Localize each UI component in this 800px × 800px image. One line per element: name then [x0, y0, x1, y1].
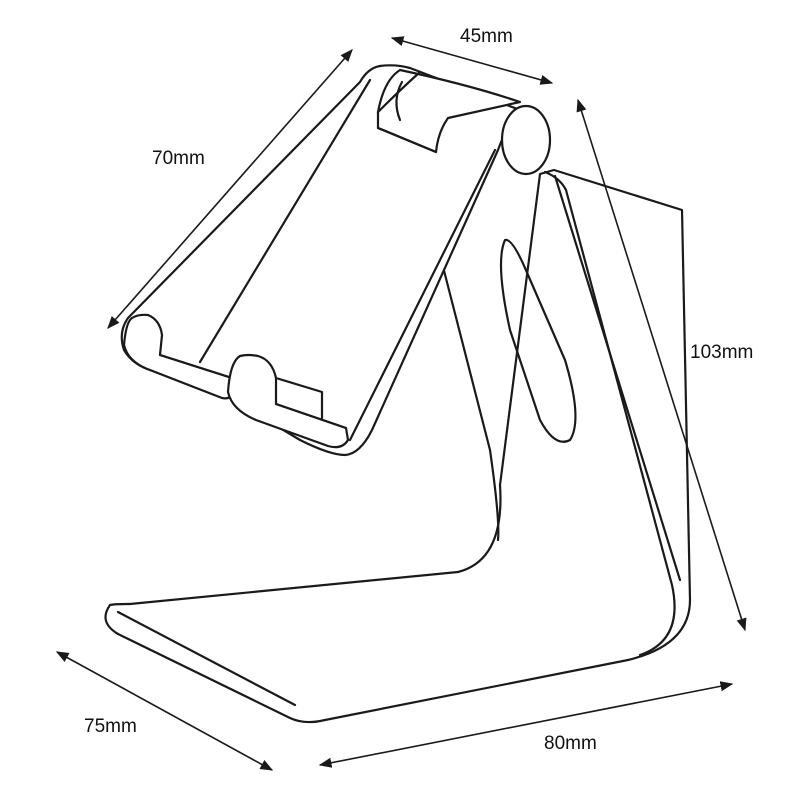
- dimension-top-width: 45mm: [390, 26, 554, 85]
- hinge: [376, 68, 552, 176]
- dimension-label-base-depth: 75mm: [84, 716, 137, 737]
- dimension-label-height: 103mm: [690, 342, 753, 363]
- dimension-height: 103mm: [576, 98, 753, 632]
- dimension-label-top-width: 45mm: [460, 26, 513, 47]
- dimension-base-width: 80mm: [318, 681, 734, 768]
- dimension-plate-length: 70mm: [107, 49, 353, 329]
- right-lip: [226, 353, 350, 449]
- support-plate: [120, 64, 522, 457]
- column-slot: [499, 238, 577, 443]
- dimension-label-base-width: 80mm: [544, 733, 597, 754]
- dimension-label-plate-length: 70mm: [152, 148, 205, 169]
- dimension-base-depth: 75mm: [55, 651, 274, 771]
